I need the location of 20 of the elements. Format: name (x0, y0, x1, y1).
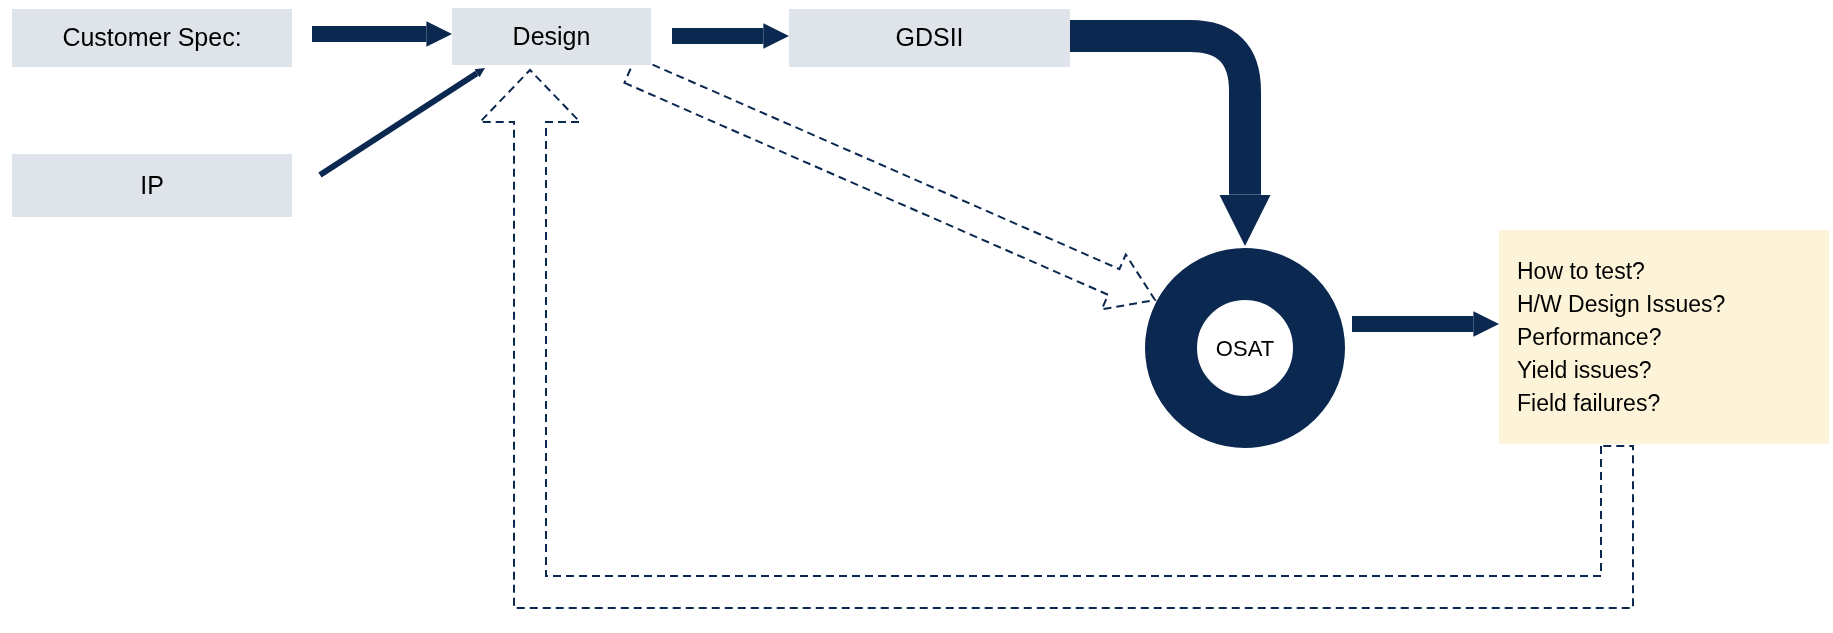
question-text: How to test? (1517, 256, 1646, 286)
note-box (1499, 230, 1829, 444)
arrow (1070, 20, 1271, 246)
process-box (12, 154, 292, 217)
question-text: Performance? (1517, 322, 1663, 352)
arrow (672, 23, 789, 49)
question-text: H/W Design Issues? (1517, 289, 1727, 319)
process-box (452, 8, 651, 65)
box-label: Customer Spec: (62, 22, 242, 54)
node-label: OSAT (1215, 334, 1275, 363)
arrow (312, 21, 452, 47)
question-text: Field failures? (1517, 388, 1662, 418)
box-label: IP (140, 169, 164, 201)
question-text: Yield issues? (1517, 355, 1653, 385)
arrow (318, 68, 485, 178)
process-box (789, 9, 1070, 67)
arrow (1352, 311, 1499, 337)
box-label: Design (512, 20, 591, 52)
box-label: GDSII (895, 22, 964, 54)
process-box (12, 9, 292, 67)
